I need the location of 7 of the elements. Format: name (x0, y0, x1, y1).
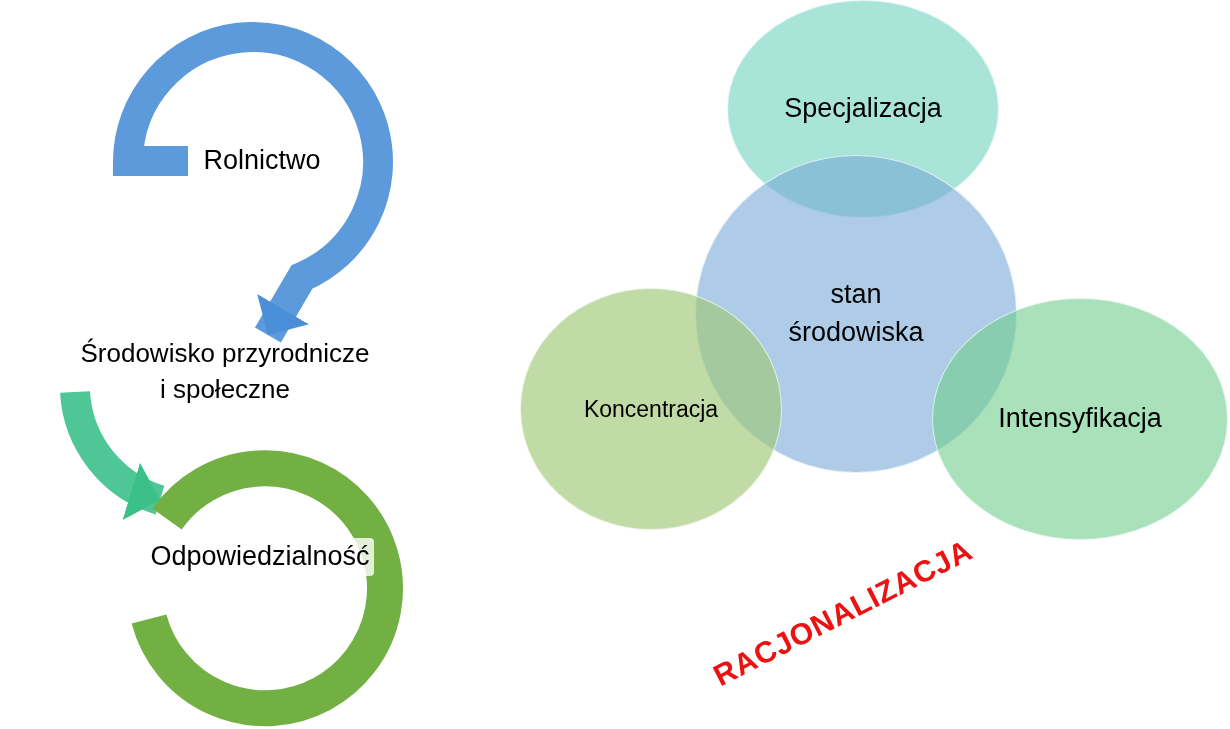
node-text: Środowisko przyrodnicze i społeczne (79, 337, 371, 407)
node-text: Specjalizacja (783, 92, 943, 126)
node-text: stan środowiska (787, 278, 925, 349)
node-text: Intensyfikacja (997, 402, 1163, 436)
curved-arrow (113, 22, 393, 343)
node-text: Koncentracja (582, 394, 720, 424)
node-text: Rolnictwo (202, 144, 322, 177)
